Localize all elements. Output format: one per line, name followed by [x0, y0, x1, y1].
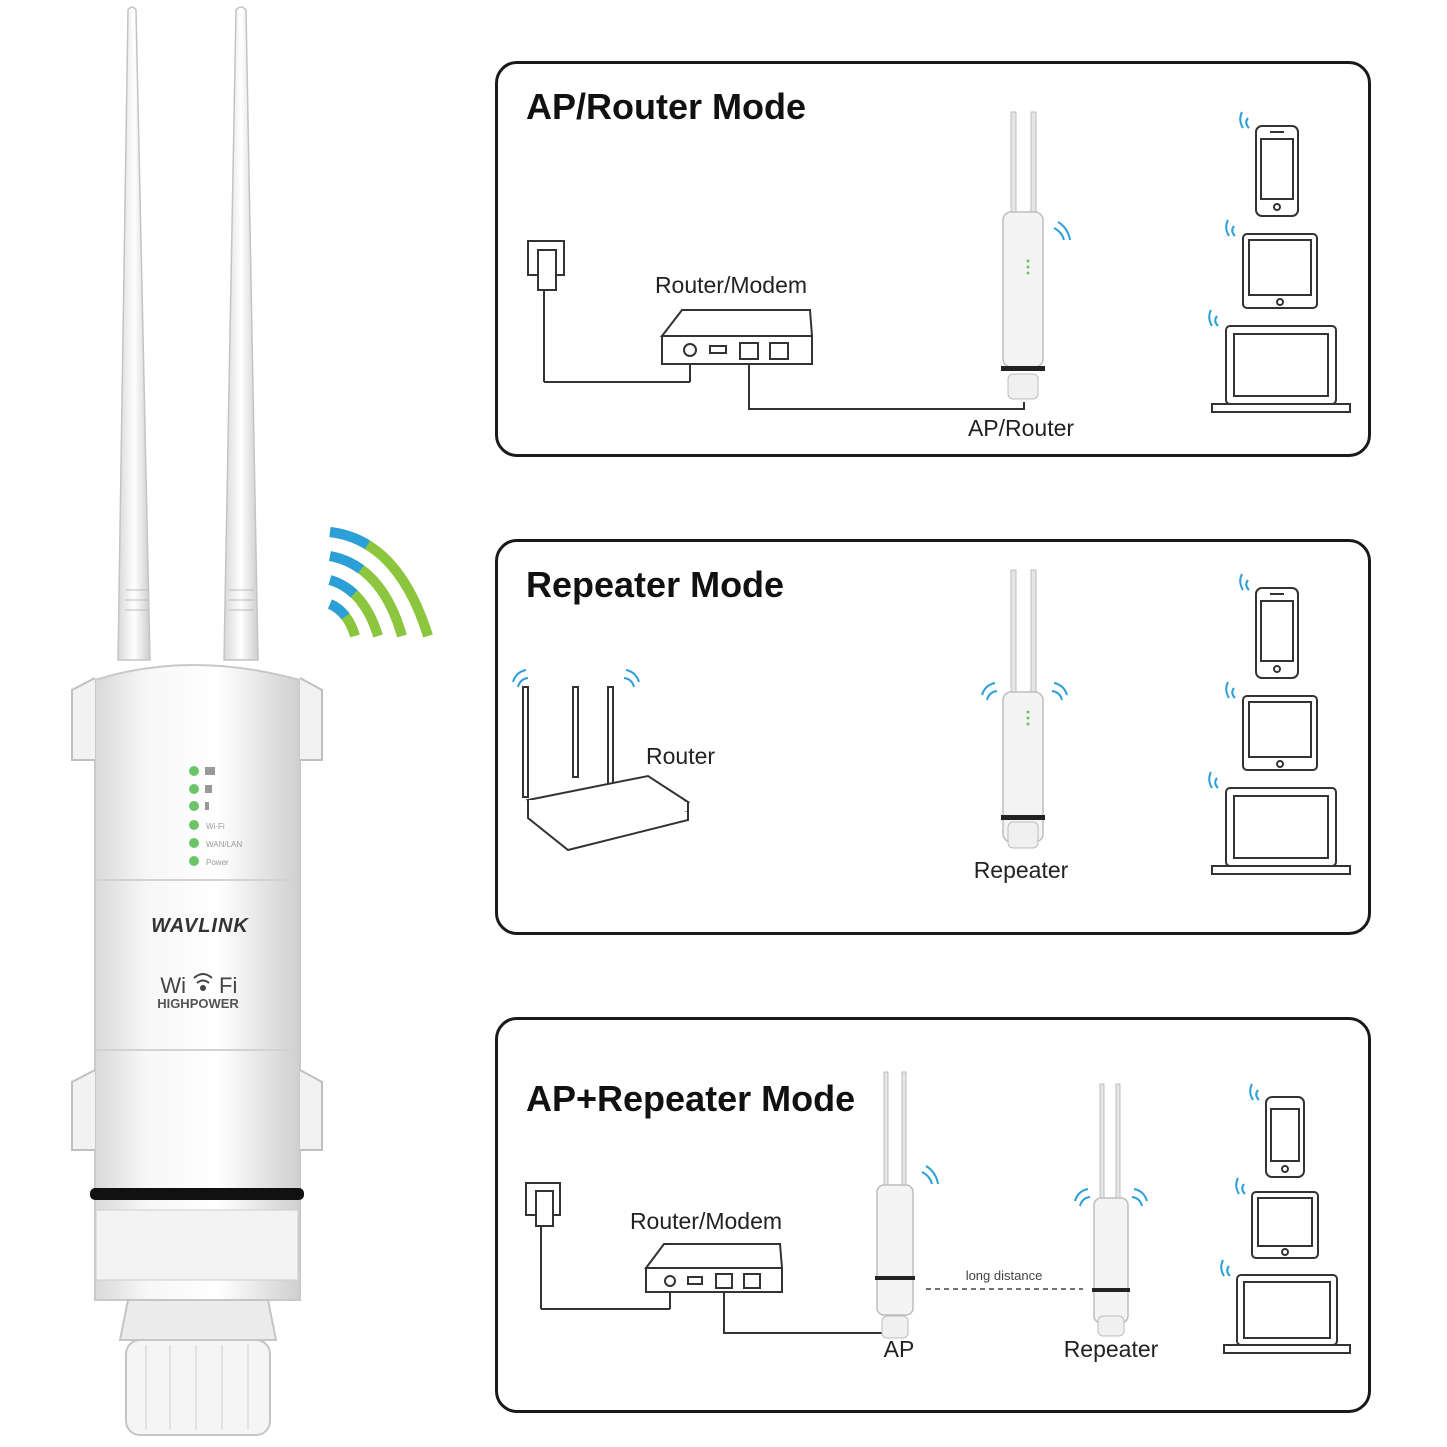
wifi-logo-icon: [193, 973, 213, 991]
repeater-device-icon: [1092, 1083, 1130, 1337]
router-modem-icon: [644, 1243, 784, 1293]
panel-ap-router-mode: AP/Router Mode Router/Modem: [495, 61, 1371, 457]
laptop-icon: [1223, 1274, 1351, 1354]
smartphone-icon: [1265, 1096, 1305, 1178]
wifi-waves-icon: [1053, 221, 1071, 241]
smartphone-icon: [1255, 587, 1299, 679]
panel-title: Repeater Mode: [526, 564, 785, 605]
smartphone-icon: [1255, 125, 1299, 217]
product-illustration: Wi-Fi WAN/LAN Power WAVLINK Wi Fi HIGHPO…: [71, 6, 433, 1436]
wifi-logo-left: Wi: [160, 973, 186, 998]
antenna-right: [223, 6, 259, 661]
label-router-modem: Router/Modem: [655, 272, 807, 298]
laptop-icon: [1211, 325, 1351, 413]
tablet-icon: [1242, 695, 1318, 771]
label-long-distance: long distance: [966, 1268, 1043, 1283]
diagram-repeater: Router Repeater: [512, 569, 1351, 883]
led-label-wan-lan: WAN/LAN: [206, 840, 242, 849]
device-body: [71, 664, 323, 1436]
product-subtitle: HIGHPOWER: [157, 996, 239, 1011]
label-repeater: Repeater: [1064, 1336, 1159, 1362]
label-ap: AP: [884, 1336, 915, 1362]
tablet-icon: [1251, 1191, 1319, 1259]
repeater-wifi-icons: [981, 682, 1068, 701]
label-router-modem: Router/Modem: [630, 1208, 782, 1234]
wifi-logo-right: Fi: [219, 973, 237, 998]
brand-logo: WAVLINK: [151, 915, 249, 937]
label-repeater: Repeater: [974, 857, 1069, 883]
client-wifi-icons: [1220, 1083, 1260, 1277]
label-ap-router: AP/Router: [968, 415, 1074, 441]
panel-repeater-mode: Repeater Mode Router Repeat: [495, 539, 1371, 935]
repeater-wifi-icons: [1074, 1188, 1148, 1207]
diagram-ap-repeater: Router/Modem AP long distance: [525, 1071, 1351, 1362]
ap-wifi-icon: [921, 1165, 939, 1185]
diagram-ap-router: Router/Modem AP/Router: [527, 111, 1351, 441]
panel-title: AP+Repeater Mode: [526, 1078, 856, 1119]
client-wifi-icons: [1208, 573, 1250, 789]
status-leds: Wi-Fi WAN/LAN Power: [189, 766, 242, 867]
power-socket-icon: [525, 1182, 671, 1310]
led-label-wifi: Wi-Fi: [206, 822, 225, 831]
laptop-icon: [1211, 787, 1351, 875]
power-socket-icon: [527, 240, 691, 383]
label-router: Router: [646, 743, 715, 769]
tablet-icon: [1242, 233, 1318, 309]
antenna-left: [117, 6, 151, 661]
led-label-power: Power: [206, 858, 229, 867]
router-icon: [522, 686, 691, 852]
panel-title: AP/Router Mode: [526, 86, 807, 127]
ap-device-icon: [875, 1071, 915, 1339]
wifi-signal-icon: [327, 527, 433, 638]
ap-router-device-icon: [1001, 111, 1045, 400]
router-wifi-icon: [512, 669, 640, 688]
panel-ap-repeater-mode: AP+Repeater Mode Router/Modem: [495, 1017, 1371, 1413]
repeater-device-icon: [1001, 569, 1045, 849]
client-wifi-icons: [1208, 111, 1250, 327]
router-modem-icon: [659, 309, 814, 365]
